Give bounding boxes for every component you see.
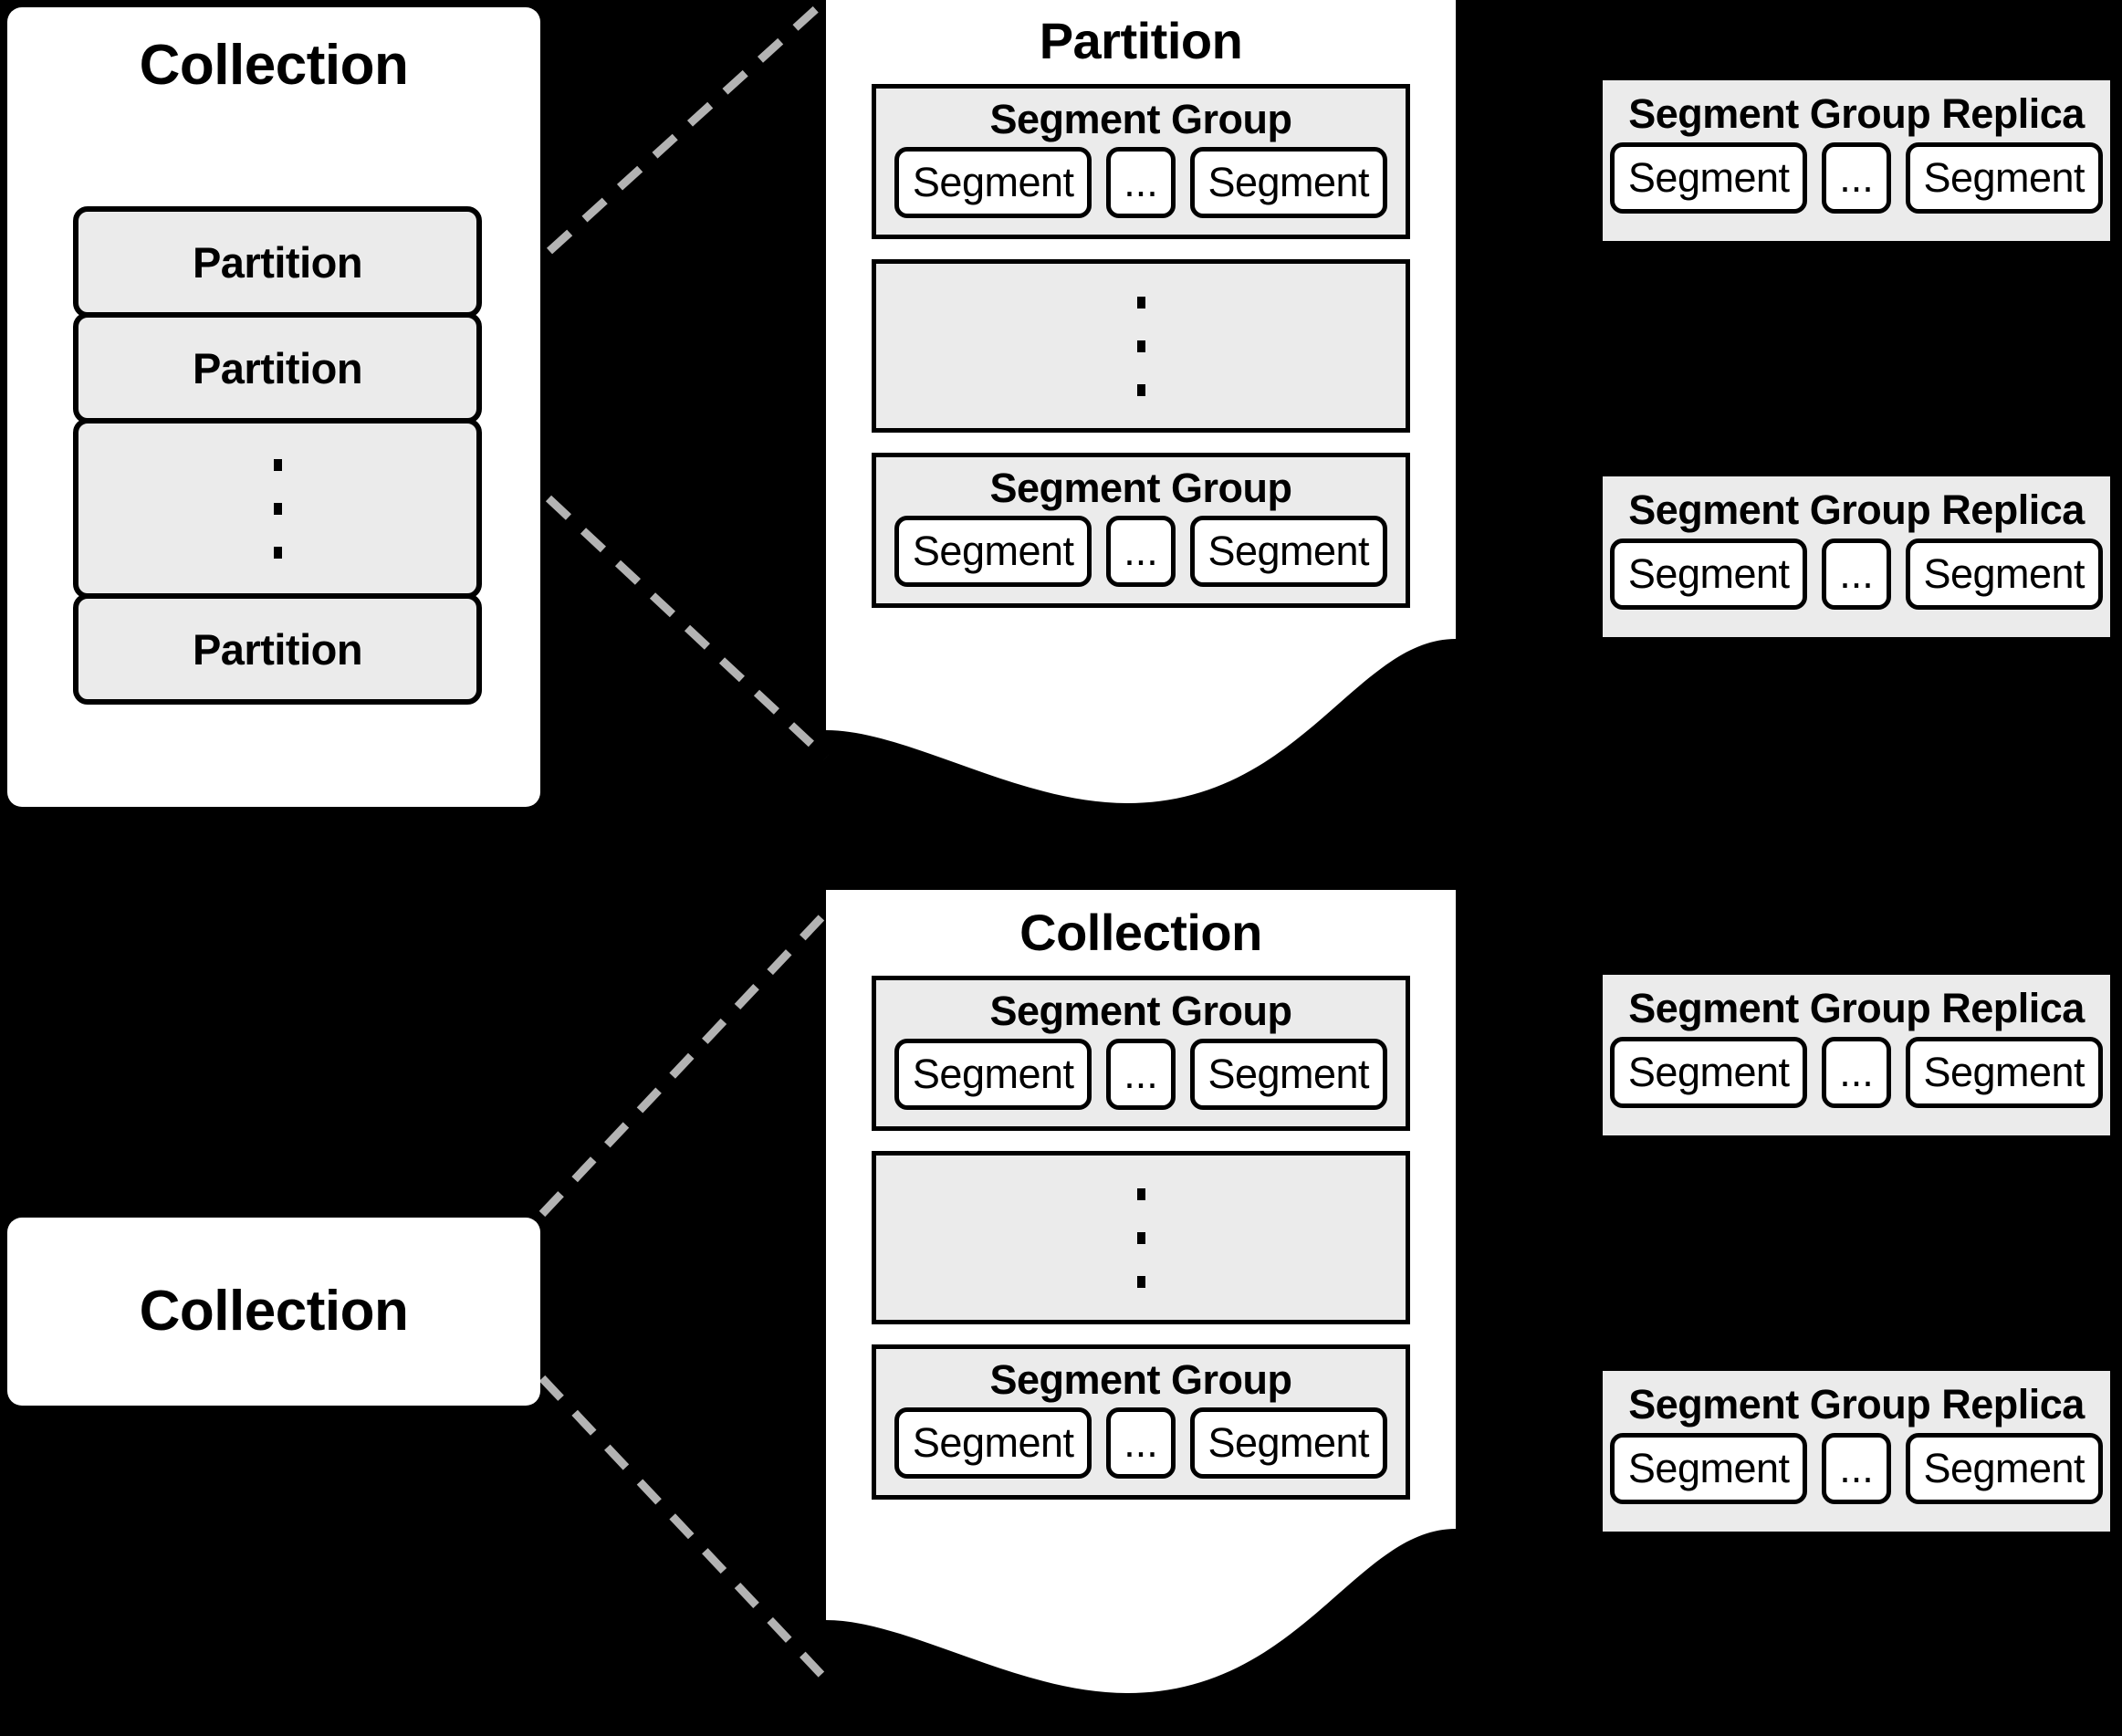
partition-item[interactable]: Partition	[73, 206, 482, 318]
partition-item-label: Partition	[192, 237, 363, 287]
collection-panel-title: Collection	[1019, 904, 1262, 961]
segment-box[interactable]: Segment	[894, 516, 1092, 587]
segment-row: Segment ... Segment	[1603, 139, 2110, 225]
collection-box-bottom[interactable]: Collection	[7, 1218, 540, 1406]
partition-list: Partition Partition Partition	[73, 206, 482, 705]
vertical-ellipsis-icon	[273, 458, 282, 559]
partition-item-label: Partition	[192, 343, 363, 392]
segment-group-title: Segment Group	[989, 1356, 1292, 1403]
segment-box[interactable]: Segment	[1189, 516, 1387, 587]
segment-ellipsis-box: ...	[1822, 142, 1891, 214]
segment-box[interactable]: Segment	[894, 1407, 1092, 1479]
segment-ellipsis-box: ...	[1106, 1407, 1176, 1479]
segment-ellipsis-box: ...	[1106, 1039, 1176, 1110]
segment-box[interactable]: Segment	[894, 1039, 1092, 1110]
segment-box[interactable]: Segment	[1189, 1039, 1387, 1110]
segment-box[interactable]: Segment	[1610, 1433, 1808, 1504]
segment-box[interactable]: Segment	[1610, 1037, 1808, 1108]
segment-group-replica[interactable]: Segment Group Replica Segment ... Segmen…	[1603, 476, 2110, 637]
connector-collection-to-panel-top	[538, 909, 830, 1218]
segment-group-ellipsis	[872, 259, 1410, 433]
partition-item[interactable]: Partition	[73, 593, 482, 705]
segment-group-replica[interactable]: Segment Group Replica Segment ... Segmen…	[1603, 1371, 2110, 1532]
segment-row: Segment ... Segment	[1603, 1429, 2110, 1515]
segment-row: Segment ... Segment	[876, 143, 1406, 229]
partition-ellipsis	[73, 418, 482, 599]
partition-panel: Partition Segment Group Segment ... Segm…	[826, 0, 1456, 812]
segment-ellipsis-box: ...	[1822, 1433, 1891, 1504]
segment-group-replica[interactable]: Segment Group Replica Segment ... Segmen…	[1603, 975, 2110, 1135]
segment-box[interactable]: Segment	[1905, 1037, 2103, 1108]
partition-panel-title: Partition	[1039, 12, 1243, 69]
vertical-ellipsis-icon	[1136, 296, 1145, 396]
segment-row: Segment ... Segment	[876, 512, 1406, 598]
segment-row: Segment ... Segment	[876, 1035, 1406, 1121]
collection-panel-top: Collection Partition Partition Partition	[7, 7, 540, 807]
segment-row: Segment ... Segment	[1603, 1033, 2110, 1119]
segment-group-replica-title: Segment Group Replica	[1628, 90, 2085, 137]
segment-group-title: Segment Group	[989, 465, 1292, 511]
segment-group-replica-title: Segment Group Replica	[1628, 1381, 2085, 1427]
partition-item-label: Partition	[192, 624, 363, 674]
segment-group-ellipsis	[872, 1151, 1410, 1324]
collection-panel-content: Collection Segment Group Segment ... Seg…	[826, 890, 1456, 1500]
vertical-ellipsis-icon	[1136, 1187, 1145, 1288]
segment-group[interactable]: Segment Group Segment ... Segment	[872, 976, 1410, 1131]
segment-group-replica-title: Segment Group Replica	[1628, 985, 2085, 1031]
collection-panel-title: Collection	[139, 34, 409, 97]
segment-ellipsis-box: ...	[1106, 516, 1176, 587]
segment-group-replica[interactable]: Segment Group Replica Segment ... Segmen…	[1603, 80, 2110, 241]
segment-box[interactable]: Segment	[894, 147, 1092, 218]
segment-ellipsis-box: ...	[1822, 1037, 1891, 1108]
segment-group-title: Segment Group	[989, 96, 1292, 142]
segment-box[interactable]: Segment	[1610, 142, 1808, 214]
segment-ellipsis-box: ...	[1106, 147, 1176, 218]
segment-box[interactable]: Segment	[1905, 142, 2103, 214]
segment-group[interactable]: Segment Group Segment ... Segment	[872, 453, 1410, 608]
partition-item[interactable]: Partition	[73, 312, 482, 424]
segment-box[interactable]: Segment	[1905, 539, 2103, 610]
segment-box[interactable]: Segment	[1189, 147, 1387, 218]
segment-row: Segment ... Segment	[1603, 535, 2110, 621]
segment-group-replica-title: Segment Group Replica	[1628, 486, 2085, 533]
collection-panel-bottom: Collection Segment Group Segment ... Seg…	[826, 890, 1456, 1736]
segment-group-title: Segment Group	[989, 988, 1292, 1034]
segment-group[interactable]: Segment Group Segment ... Segment	[872, 84, 1410, 239]
partition-panel-content: Partition Segment Group Segment ... Segm…	[826, 0, 1456, 608]
segment-box[interactable]: Segment	[1905, 1433, 2103, 1504]
connector-collection-to-panel-bottom	[538, 1375, 830, 1683]
segment-box[interactable]: Segment	[1610, 539, 1808, 610]
segment-box[interactable]: Segment	[1189, 1407, 1387, 1479]
segment-row: Segment ... Segment	[876, 1404, 1406, 1490]
collection-box-label: Collection	[139, 1280, 409, 1343]
segment-group[interactable]: Segment Group Segment ... Segment	[872, 1344, 1410, 1500]
segment-ellipsis-box: ...	[1822, 539, 1891, 610]
